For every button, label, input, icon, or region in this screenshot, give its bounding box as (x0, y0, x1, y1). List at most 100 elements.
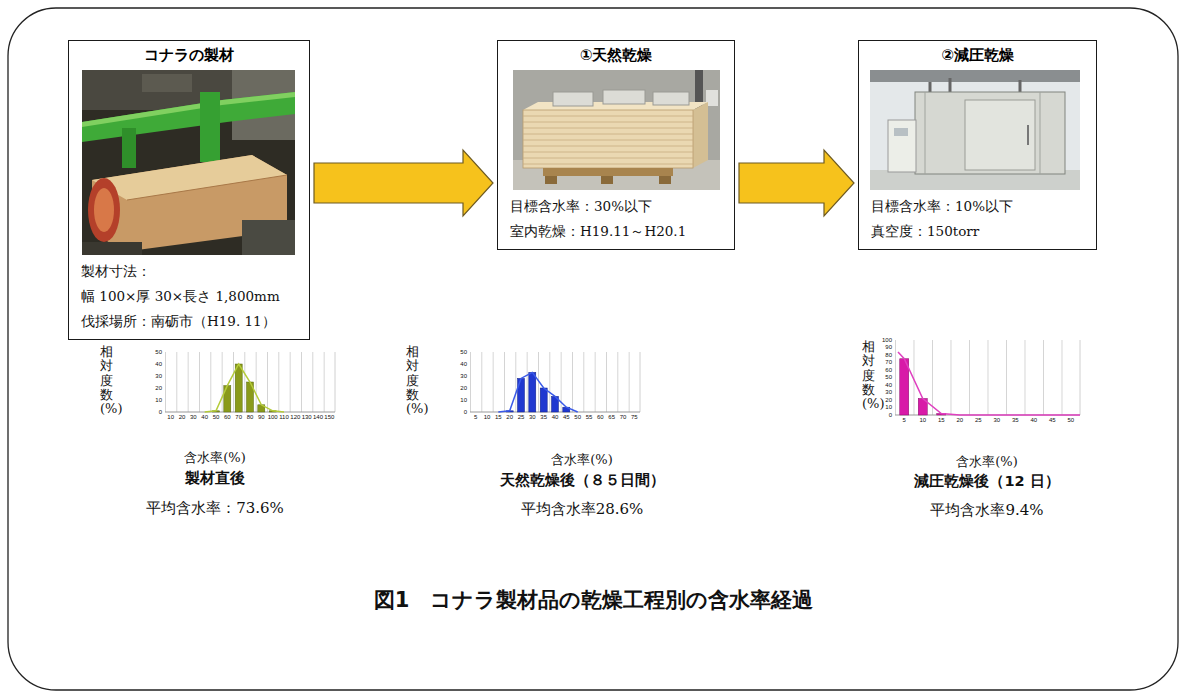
tick-label: 10 (453, 397, 467, 404)
tick-label: 100 (878, 337, 892, 344)
chart-title: 減圧乾燥後（12 日） (837, 471, 1137, 491)
histogram-1-part (205, 364, 284, 412)
tick-label: 30 (878, 389, 892, 396)
tick-label: 40 (549, 414, 560, 421)
figure-caption: 図1 コナラ製材品の乾燥工程別の含水率経過 (0, 586, 1187, 614)
tick-label: 40 (453, 361, 467, 368)
lumber-stack-photo-part (693, 102, 708, 168)
tick-label: 40 (199, 414, 210, 421)
sawmill-photo-part (82, 242, 142, 255)
tick-label: 20 (951, 417, 970, 424)
lumber-stack-photo-part (653, 92, 689, 105)
process-panel: コナラの製材製材寸法：幅 100×厚 30×長さ 1,800mm伐採場所：南砺市… (68, 40, 310, 340)
sawmill-photo-part (88, 178, 120, 242)
vacuum-dryer-photo-part (870, 70, 1080, 82)
lumber-stack-photo-part (543, 168, 673, 176)
histogram-3-part (1080, 340, 1081, 415)
sawmill-photo-part (82, 70, 295, 255)
tick-label: 20 (453, 385, 467, 392)
vacuum-dryer-photo-part (870, 70, 1080, 190)
panel-note: 幅 100×厚 30×長さ 1,800mm (81, 284, 297, 309)
tick-label: 120 (290, 414, 301, 421)
tick-label: 50 (210, 414, 221, 421)
block-arrow (739, 150, 854, 216)
histogram-2-part (529, 372, 536, 412)
tick-label: 60 (222, 414, 233, 421)
tick-label: 15 (932, 417, 951, 424)
lumber-stack-photo-part (659, 176, 671, 184)
panel-note: 真空度：150torr (871, 219, 1084, 244)
tick-label: 50 (148, 349, 162, 356)
sawmill-photo-part (142, 74, 192, 92)
process-panel: ①天然乾燥目標含水率：30%以下室内乾燥：H19.11～H20.1 (497, 40, 735, 250)
sawmill-photo-part (127, 175, 287, 200)
histogram-2-part (498, 372, 577, 412)
sawmill-photo-part (82, 92, 295, 127)
histogram-2-part (540, 388, 547, 412)
tick-label: 30 (148, 373, 162, 380)
sawmill-photo-part (200, 92, 220, 162)
tick-label: 15 (493, 414, 504, 421)
lumber-stack-photo (513, 70, 720, 190)
sawmill-photo-part (242, 220, 295, 255)
tick-label: 5 (470, 414, 481, 421)
tick-label: 70 (233, 414, 244, 421)
vacuum-dryer-photo (870, 70, 1080, 190)
axis-title: 含水率(%) (837, 454, 1137, 470)
vacuum-dryer-photo-part (870, 70, 1080, 190)
tick-label: 25 (969, 417, 988, 424)
lumber-stack-photo-part (545, 176, 557, 184)
tick-label: 30 (988, 417, 1007, 424)
histogram-2-part (640, 352, 641, 412)
tick-label: 20 (504, 414, 515, 421)
vacuum-dryer-photo-part (930, 78, 1020, 92)
vacuum-dryer-photo-part (888, 120, 916, 172)
block-arrow (314, 150, 493, 216)
tick-label: 40 (878, 382, 892, 389)
chart-title: 天然乾燥後（８５日間） (432, 470, 732, 490)
lumber-stack-photo-part (513, 70, 720, 190)
tick-label: 60 (878, 367, 892, 374)
sawmill-photo-part (82, 92, 295, 142)
vacuum-dryer-photo-part (925, 92, 1040, 174)
panel-title: ①天然乾燥 (510, 44, 722, 66)
panel-note: 製材寸法： (81, 259, 297, 284)
mean-value: 平均含水率28.6% (432, 499, 732, 519)
tick-label: 75 (629, 414, 640, 421)
histogram-3-part (898, 352, 1080, 415)
mean-value: 平均含水率9.4% (837, 500, 1137, 520)
tick-label: 35 (1006, 417, 1025, 424)
tick-label: 90 (878, 344, 892, 351)
histogram-2-part (470, 352, 640, 412)
sawmill-photo (82, 70, 295, 255)
panel-note: 伐採場所：南砺市（H19. 11） (81, 309, 297, 334)
tick-label: 10 (481, 414, 492, 421)
tick-label: 10 (148, 397, 162, 404)
panel-title: コナラの製材 (81, 44, 297, 66)
tick-label: 65 (606, 414, 617, 421)
outer-frame (8, 8, 1178, 690)
tick-label: 45 (1043, 417, 1062, 424)
sawmill-photo-part (94, 188, 114, 232)
tick-label: 140 (312, 414, 323, 421)
tick-label: 20 (148, 385, 162, 392)
panel-note: 目標含水率：30%以下 (510, 194, 722, 219)
tick-label: 100 (267, 414, 278, 421)
panel-title: ②減圧乾燥 (871, 44, 1084, 66)
tick-label: 30 (188, 414, 199, 421)
outer-frame-part (8, 8, 1178, 690)
tick-label: 10 (165, 414, 176, 421)
tick-label: 80 (244, 414, 255, 421)
tick-label: 50 (453, 349, 467, 356)
histogram-1-part (335, 352, 336, 412)
tick-label: 0 (148, 409, 162, 416)
tick-label: 50 (878, 374, 892, 381)
tick-label: 130 (301, 414, 312, 421)
sawmill-photo-part (82, 70, 295, 255)
tick-label: 35 (538, 414, 549, 421)
axis-title: 相対度数(%) (862, 340, 875, 411)
tick-label: 50 (1062, 417, 1081, 424)
vacuum-dryer-photo-part (1027, 125, 1029, 145)
tick-label: 25 (515, 414, 526, 421)
tick-label: 70 (878, 359, 892, 366)
